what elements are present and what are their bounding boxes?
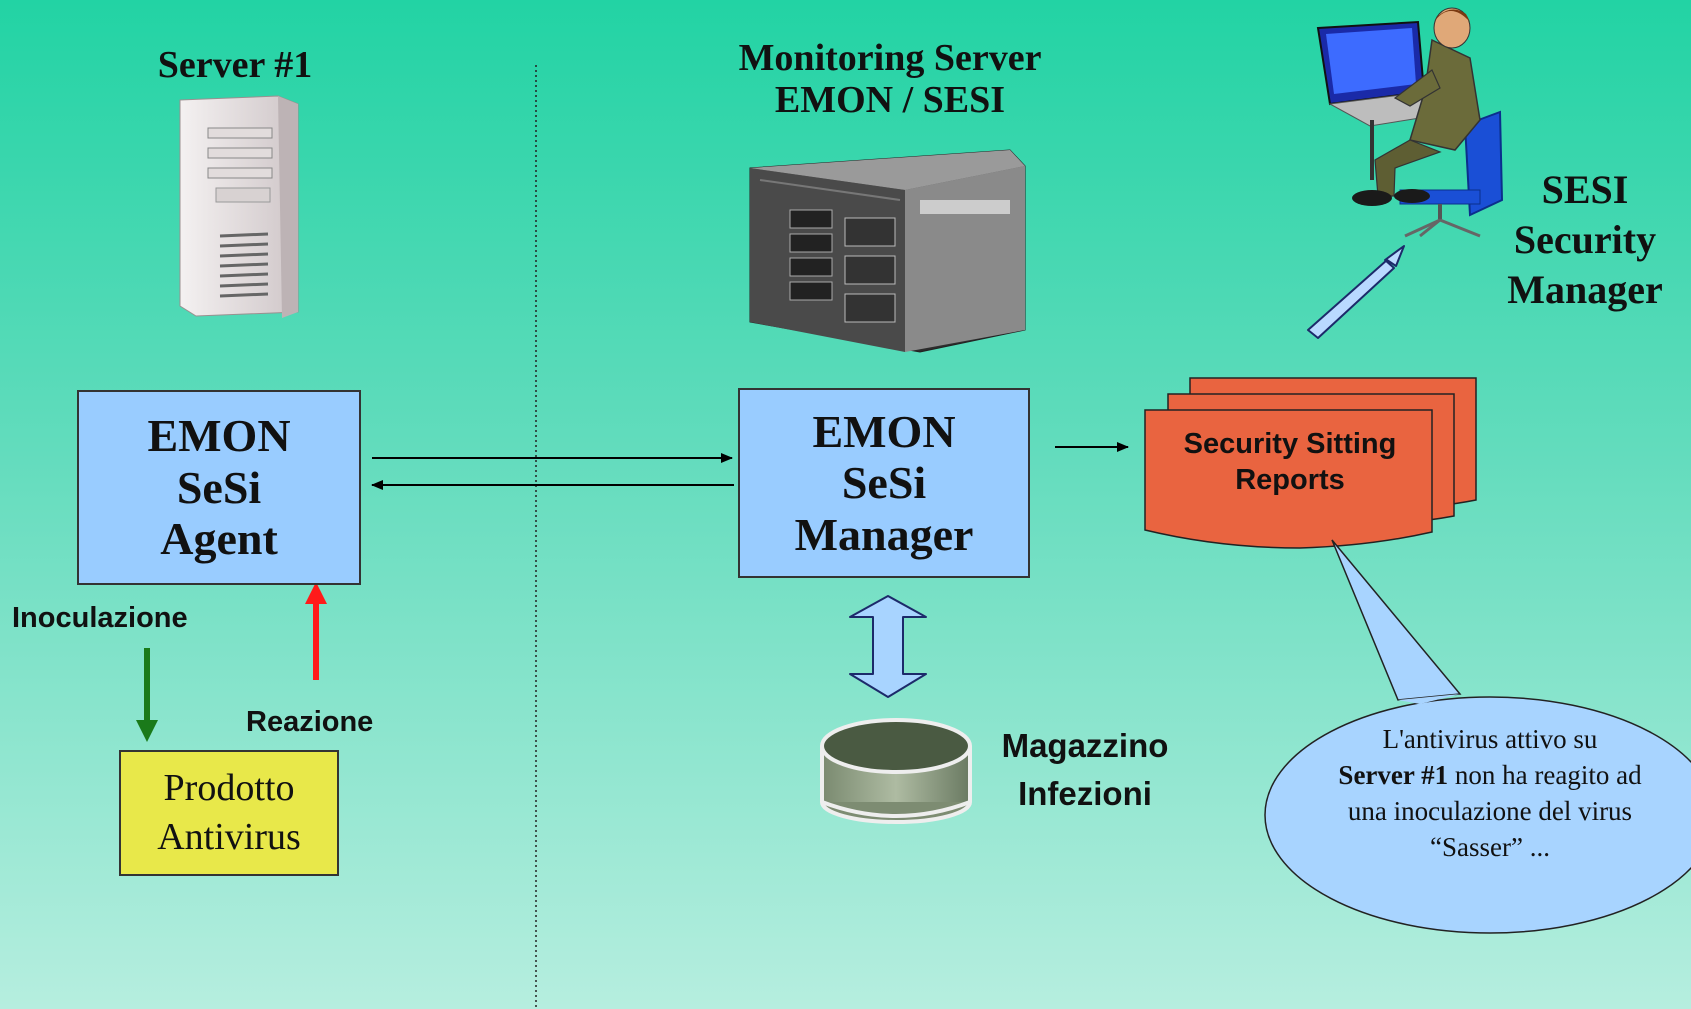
reazione-label: Reazione	[246, 706, 374, 738]
server-tower-icon	[179, 95, 299, 318]
storage-cylinder-icon	[820, 718, 972, 824]
callout-text: L'antivirus attivo su Server #1 non ha r…	[1338, 724, 1642, 862]
inoculazione-label: Inoculazione	[12, 602, 188, 634]
callout-bold-server: Server #1	[1338, 759, 1449, 790]
agent-line2: SeSi	[176, 461, 262, 513]
agent-line3: Agent	[160, 513, 278, 565]
agent-line1: EMON	[147, 410, 291, 462]
security-manager-person-icon	[1316, 7, 1504, 238]
manager-line2: SeSi	[841, 457, 927, 509]
monitoring-title-line1: Monitoring Server	[738, 37, 1042, 79]
reports-to-manager-arrow	[1307, 245, 1405, 339]
manager-storage-double-arrow	[849, 595, 927, 698]
inoculazione-arrow	[136, 648, 158, 742]
emon-agent-box: EMON SeSi Agent	[77, 390, 361, 585]
server1-title: Server #1	[157, 44, 313, 86]
callout-bubble	[1264, 539, 1691, 934]
manager-line1: EMON	[812, 405, 956, 457]
emon-manager-box: EMON SeSi Manager	[738, 388, 1030, 578]
rack-server-icon	[749, 149, 1026, 353]
storage-label: Magazzino Infezioni	[1001, 727, 1169, 812]
reports-stack-icon	[1144, 377, 1477, 549]
reports-label: Security Sitting Reports	[1183, 428, 1397, 497]
reazione-arrow	[305, 582, 327, 680]
antivirus-product-box: Prodotto Antivirus	[119, 750, 339, 876]
security-manager-label: SESI Security Manager	[1507, 167, 1663, 312]
monitoring-title-line2: EMON / SESI	[774, 78, 1006, 121]
manager-line3: Manager	[794, 508, 974, 560]
monitoring-server-title: Monitoring Server EMON / SESI	[700, 37, 1080, 122]
